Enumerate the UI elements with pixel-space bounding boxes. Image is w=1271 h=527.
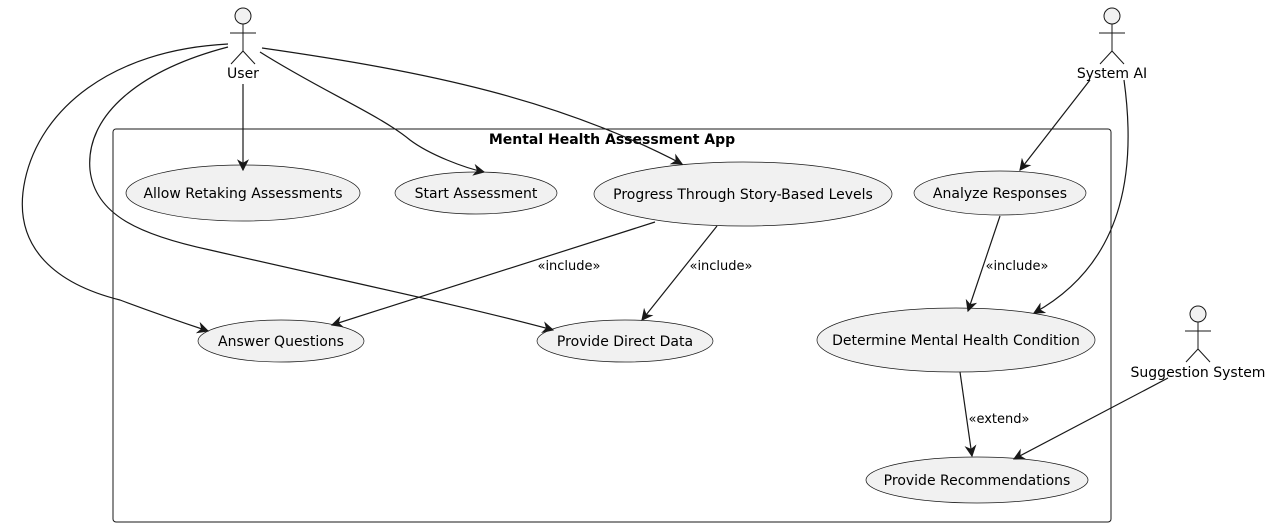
- usecase-provide-direct-data-label: Provide Direct Data: [557, 334, 693, 350]
- usecase-allow-retaking-label: Allow Retaking Assessments: [143, 186, 342, 202]
- include-label-determine: «include»: [985, 259, 1048, 274]
- usecase-provide-direct-data[interactable]: Provide Direct Data: [536, 319, 714, 363]
- usecase-start-assessment-label: Start Assessment: [415, 186, 538, 202]
- usecase-provide-recommendations[interactable]: Provide Recommendations: [865, 456, 1089, 504]
- usecase-progress-story-levels[interactable]: Progress Through Story-Based Levels: [593, 161, 893, 227]
- usecase-answer-questions[interactable]: Answer Questions: [197, 319, 365, 363]
- extend-label-recommendations: «extend»: [969, 412, 1030, 427]
- actor-suggestion-system[interactable]: Suggestion System: [1131, 305, 1266, 381]
- edge-progress-direct-data: [641, 225, 718, 321]
- include-label-answer: «include»: [537, 259, 600, 274]
- actor-suggestion-system-label: Suggestion System: [1131, 365, 1266, 381]
- actor-user[interactable]: User: [227, 7, 259, 82]
- usecase-provide-recommendations-label: Provide Recommendations: [884, 473, 1071, 489]
- actor-user-label: User: [227, 66, 259, 82]
- edge-suggestion-recommendations: [1012, 377, 1169, 460]
- edge-system-ai-analyze: [1019, 79, 1091, 171]
- usecase-allow-retaking-assessments[interactable]: Allow Retaking Assessments: [125, 164, 361, 222]
- actor-system-ai[interactable]: System AI: [1077, 7, 1147, 82]
- edge-determine-recommendations: [959, 371, 977, 458]
- edge-user-progress-levels: [261, 47, 684, 165]
- edge-analyze-determine: [965, 215, 1001, 313]
- usecase-start-assessment[interactable]: Start Assessment: [394, 171, 558, 215]
- usecase-analyze-responses-label: Analyze Responses: [933, 186, 1067, 202]
- edge-user-answer-questions: [21, 43, 229, 334]
- usecase-determine-condition[interactable]: Determine Mental Health Condition: [816, 307, 1096, 373]
- usecase-progress-levels-label: Progress Through Story-Based Levels: [613, 187, 873, 203]
- actor-system-ai-label: System AI: [1077, 66, 1147, 82]
- usecase-analyze-responses[interactable]: Analyze Responses: [913, 170, 1087, 216]
- edge-system-ai-determine: [1032, 79, 1129, 314]
- edge-user-provide-direct-data: [89, 46, 555, 333]
- usecase-determine-condition-label: Determine Mental Health Condition: [832, 333, 1080, 349]
- system-title: Mental Health Assessment App: [489, 132, 735, 148]
- include-label-direct-data: «include»: [689, 259, 752, 274]
- usecase-answer-questions-label: Answer Questions: [218, 334, 344, 350]
- edge-progress-answer-questions: [330, 221, 656, 328]
- edge-user-start-assessment: [259, 51, 486, 176]
